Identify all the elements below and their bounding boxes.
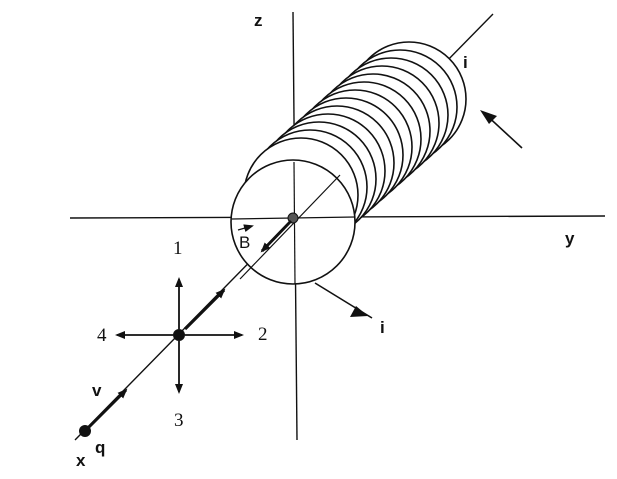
velocity-arrow bbox=[87, 388, 128, 429]
direction-label-1: 1 bbox=[173, 238, 183, 259]
particle-point bbox=[173, 329, 185, 341]
current-label-bottom: i bbox=[380, 318, 385, 337]
current-arrowhead-bottom bbox=[350, 306, 368, 317]
y-axis-label: y bbox=[565, 229, 575, 248]
solenoid bbox=[230, 41, 467, 285]
direction-label-2: 2 bbox=[258, 324, 268, 345]
x-axis-label: x bbox=[76, 451, 86, 470]
z-axis-label: z bbox=[254, 11, 263, 30]
direction-label-3: 3 bbox=[174, 410, 184, 431]
b-field-arrow bbox=[260, 219, 293, 253]
charge-q bbox=[79, 425, 91, 437]
current-label-top: i bbox=[463, 53, 468, 72]
velocity-arrow-mid bbox=[183, 288, 226, 331]
current-arrowhead-top bbox=[480, 110, 497, 124]
origin-point bbox=[287, 212, 299, 224]
velocity-label: v bbox=[92, 381, 102, 400]
b-field-label: B bbox=[239, 233, 250, 252]
direction-label-4: 4 bbox=[97, 325, 107, 346]
charge-label: q bbox=[95, 438, 105, 457]
x-axis-front bbox=[239, 174, 341, 280]
b-vector-overline bbox=[237, 224, 254, 233]
